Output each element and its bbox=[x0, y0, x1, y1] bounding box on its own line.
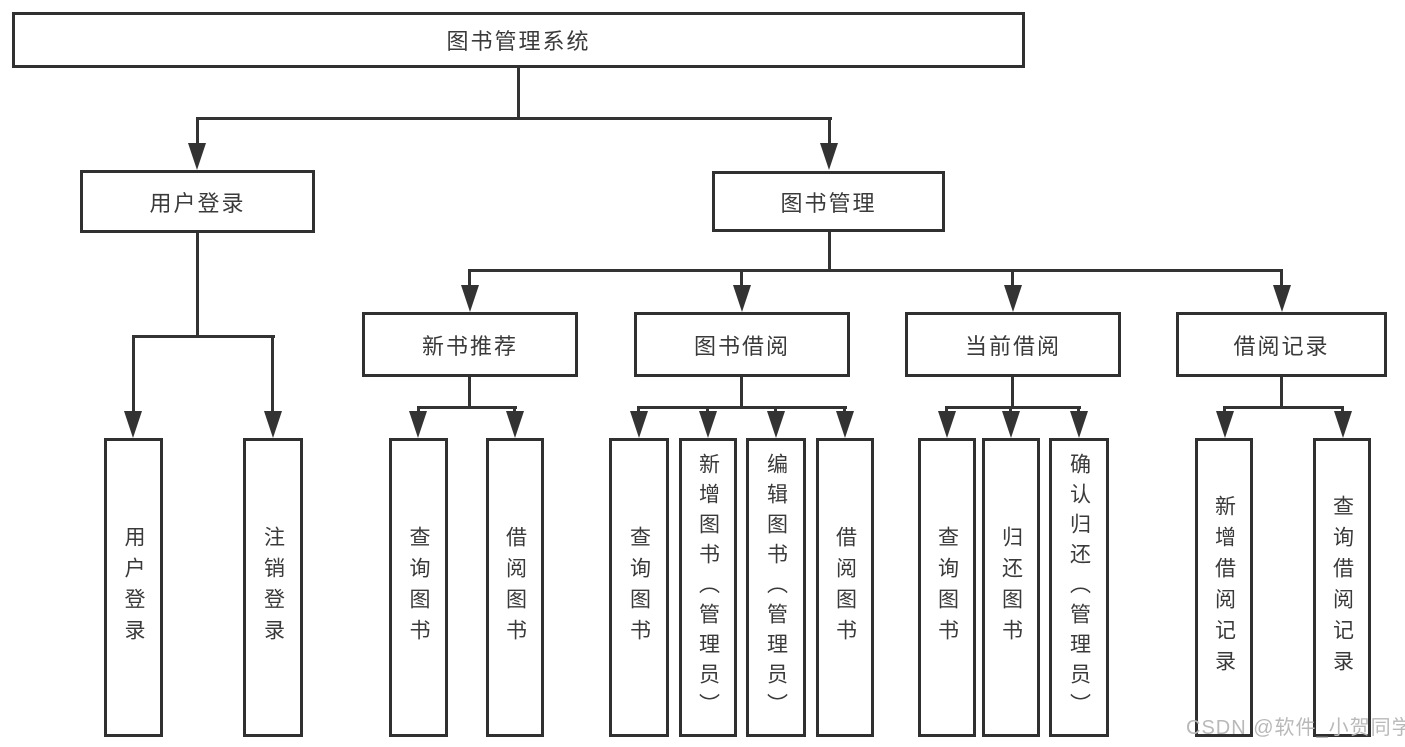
arrowhead-leaf bbox=[1002, 411, 1020, 438]
leaf-label: 借阅图书 bbox=[503, 525, 527, 650]
leaf-label: 编辑图书（管理员） bbox=[764, 452, 788, 723]
arrowhead-leaf bbox=[1334, 411, 1352, 438]
leaf-label: 借阅图书 bbox=[833, 525, 857, 650]
connector-recommend-trunk bbox=[468, 377, 471, 408]
node-book-borrowing: 图书借阅 bbox=[634, 312, 850, 377]
leaf-query-books-current: 查询图书 bbox=[918, 438, 976, 737]
node-label: 图书借阅 bbox=[693, 333, 790, 359]
leaf-confirm-return-admin: 确认归还（管理员） bbox=[1049, 438, 1109, 737]
connector-root-bar bbox=[196, 117, 832, 120]
node-label: 当前借阅 bbox=[964, 333, 1061, 359]
connector-borrow-trunk bbox=[740, 377, 743, 408]
leaf-label: 查询图书 bbox=[935, 525, 959, 650]
leaf-label: 归还图书 bbox=[999, 525, 1023, 650]
arrowhead-current bbox=[1004, 285, 1022, 312]
leaf-label: 查询图书 bbox=[627, 525, 651, 650]
leaf-label: 注销登录 bbox=[261, 525, 285, 650]
node-new-book-recommend: 新书推荐 bbox=[362, 312, 578, 377]
csdn-watermark: CSDN @软件_小贺同学 bbox=[1186, 717, 1405, 739]
arrowhead-records bbox=[1273, 285, 1291, 312]
leaf-label: 确认归还（管理员） bbox=[1067, 452, 1091, 723]
node-current-borrowing: 当前借阅 bbox=[905, 312, 1121, 377]
connector-login-trunk bbox=[196, 233, 199, 336]
node-label: 图书管理系统 bbox=[446, 29, 591, 54]
node-label: 用户登录 bbox=[149, 190, 246, 216]
leaf-query-books-borrow: 查询图书 bbox=[609, 438, 669, 737]
arrowhead-book-mgmt bbox=[820, 143, 838, 170]
arrowhead-leaf-login bbox=[124, 411, 142, 438]
arrowhead-leaf bbox=[699, 411, 717, 438]
leaf-label: 查询图书 bbox=[407, 525, 430, 650]
leaf-borrow-books: 借阅图书 bbox=[816, 438, 874, 737]
connector-recommend-bar bbox=[417, 406, 517, 409]
arrowhead-leaf bbox=[767, 411, 785, 438]
leaf-label: 查询借阅记录 bbox=[1330, 494, 1354, 681]
leaf-query-books-recommend: 查询图书 bbox=[389, 438, 448, 737]
arrowhead-leaf bbox=[836, 411, 854, 438]
leaf-label: 新增图书（管理员） bbox=[696, 452, 720, 723]
node-borrow-records: 借阅记录 bbox=[1176, 312, 1387, 377]
leaf-logout: 注销登录 bbox=[243, 438, 303, 737]
arrowhead-leaf bbox=[1216, 411, 1234, 438]
connector-records-bar bbox=[1223, 406, 1344, 409]
leaf-add-borrow-record: 新增借阅记录 bbox=[1195, 438, 1253, 737]
arrowhead-user-login bbox=[188, 143, 206, 170]
node-root-system: 图书管理系统 bbox=[12, 12, 1025, 68]
leaf-user-login: 用户登录 bbox=[104, 438, 163, 737]
node-book-management: 图书管理 bbox=[712, 171, 945, 232]
connector-records-trunk bbox=[1280, 377, 1283, 408]
leaf-return-books: 归还图书 bbox=[982, 438, 1040, 737]
leaf-label: 新增借阅记录 bbox=[1212, 494, 1236, 681]
arrowhead-borrow bbox=[733, 285, 751, 312]
leaf-add-books-admin: 新增图书（管理员） bbox=[679, 438, 737, 737]
connector-arrow-shaft-current bbox=[1011, 269, 1014, 289]
arrowhead-leaf-logout bbox=[264, 411, 282, 438]
leaf-borrow-books-recommend: 借阅图书 bbox=[486, 438, 544, 737]
connector-arrow-shaft-leaf-login bbox=[132, 335, 135, 413]
arrowhead-recommend bbox=[461, 285, 479, 312]
leaf-label: 用户登录 bbox=[122, 525, 145, 650]
connector-arrow-shaft-recommend bbox=[468, 269, 471, 289]
connector-current-bar bbox=[945, 406, 1081, 409]
connector-bookmgmt-trunk bbox=[828, 232, 831, 271]
connector-arrow-shaft-borrow bbox=[740, 269, 743, 289]
arrowhead-leaf bbox=[506, 411, 524, 438]
node-label: 新书推荐 bbox=[421, 333, 518, 359]
node-label: 借阅记录 bbox=[1233, 333, 1330, 359]
connector-login-bar bbox=[132, 335, 275, 338]
connector-arrow-shaft-book-mgmt bbox=[828, 117, 831, 147]
connector-level3-bar bbox=[469, 269, 1283, 272]
connector-current-trunk bbox=[1011, 377, 1014, 408]
arrowhead-leaf bbox=[630, 411, 648, 438]
arrowhead-leaf bbox=[1070, 411, 1088, 438]
arrowhead-leaf bbox=[938, 411, 956, 438]
arrowhead-leaf bbox=[409, 411, 427, 438]
connector-arrow-shaft-leaf-logout bbox=[271, 335, 274, 413]
leaf-query-borrow-record: 查询借阅记录 bbox=[1313, 438, 1371, 737]
connector-root-trunk bbox=[517, 68, 520, 118]
node-user-login: 用户登录 bbox=[80, 170, 315, 233]
connector-arrow-shaft-user-login bbox=[196, 117, 199, 147]
connector-arrow-shaft-records bbox=[1280, 269, 1283, 289]
node-label: 图书管理 bbox=[780, 190, 877, 216]
connector-borrow-bar bbox=[637, 406, 847, 409]
leaf-edit-books-admin: 编辑图书（管理员） bbox=[746, 438, 806, 737]
